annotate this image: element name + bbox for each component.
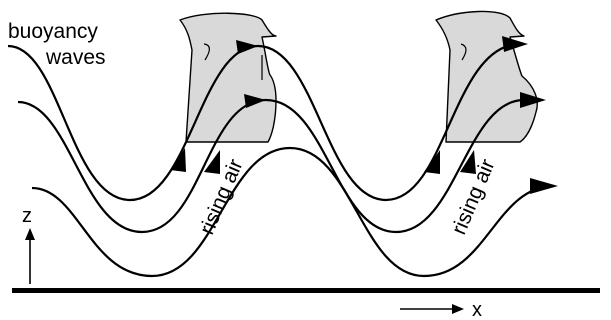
arrowhead-top-right bbox=[502, 36, 528, 52]
label-waves: waves bbox=[45, 46, 106, 69]
label-x-axis: x bbox=[472, 299, 482, 320]
z-axis-arrowhead bbox=[25, 228, 35, 240]
ground-line bbox=[12, 288, 600, 293]
label-rising-air-right: rising air bbox=[447, 156, 499, 238]
arrowhead-bottom-right bbox=[530, 178, 558, 194]
label-z-axis: z bbox=[22, 205, 32, 227]
arrowhead-rising-left-1 bbox=[170, 148, 186, 172]
label-buoyancy: buoyancy bbox=[8, 20, 98, 43]
arrowhead-rising-right-1 bbox=[424, 150, 440, 174]
x-axis-arrowhead bbox=[452, 304, 464, 314]
